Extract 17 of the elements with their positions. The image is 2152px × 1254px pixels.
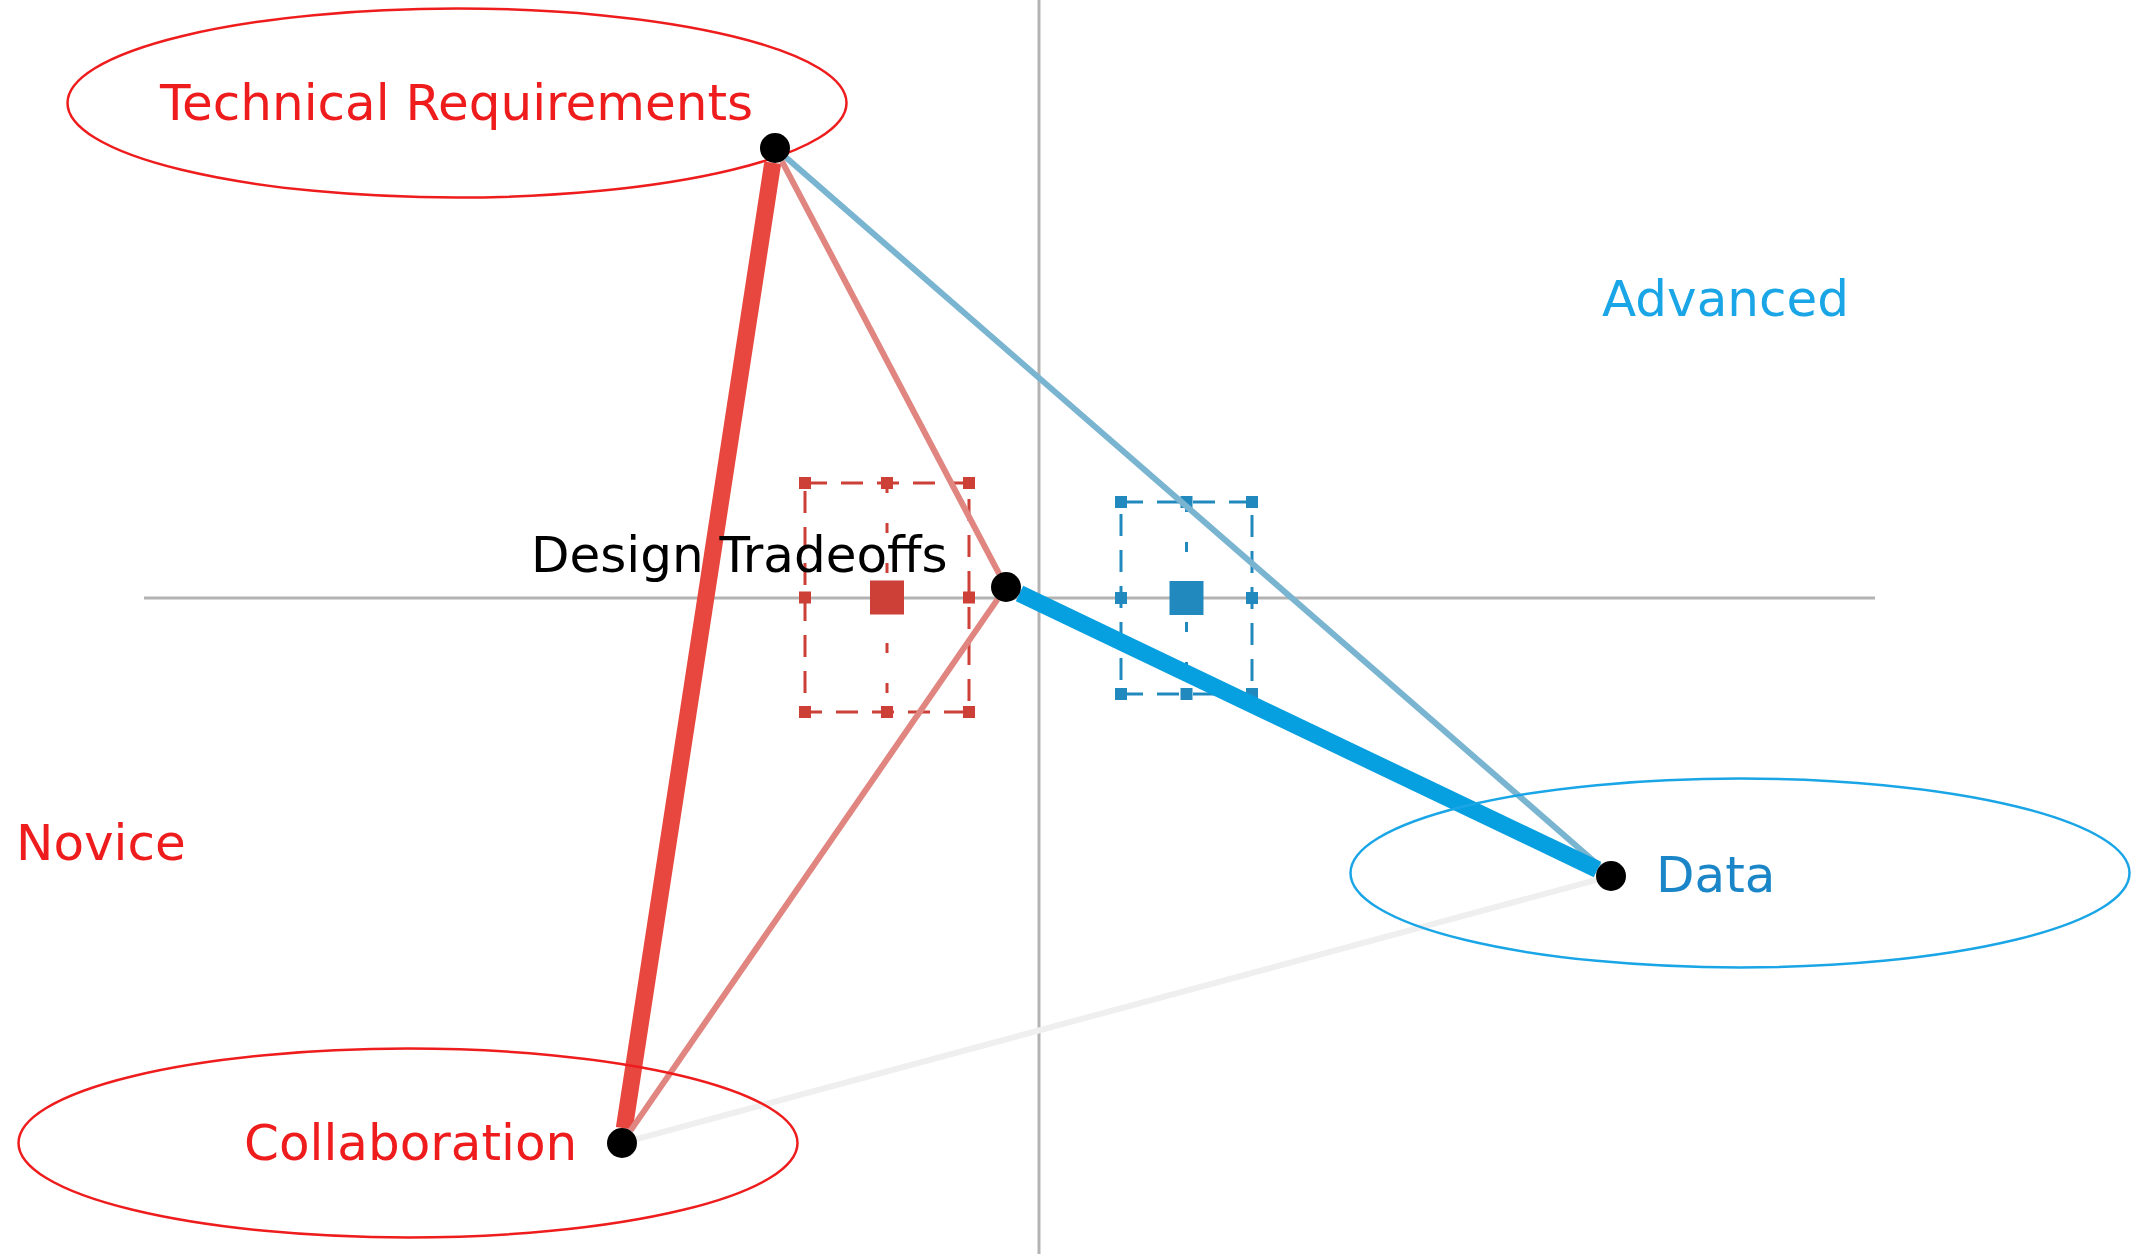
ellipse-node <box>66 7 848 199</box>
point-dot <box>760 133 790 163</box>
node-label: Technical Requirements <box>160 76 754 131</box>
point-dot <box>1596 861 1626 891</box>
ellipse-node <box>17 1047 799 1239</box>
axis-region-label: Novice <box>16 816 186 871</box>
point-dot <box>991 572 1021 602</box>
connector-line <box>1015 585 1602 878</box>
connector-line <box>615 161 782 1130</box>
connector-line <box>779 159 1002 576</box>
connector-line <box>635 877 1598 1142</box>
axis-region-label: Advanced <box>1602 272 1849 327</box>
point-dot <box>607 1128 637 1158</box>
node-label: Collaboration <box>244 1116 578 1171</box>
ellipse-node <box>1349 777 2131 969</box>
node-label: Data <box>1656 848 1776 903</box>
connector-line <box>628 597 1000 1133</box>
